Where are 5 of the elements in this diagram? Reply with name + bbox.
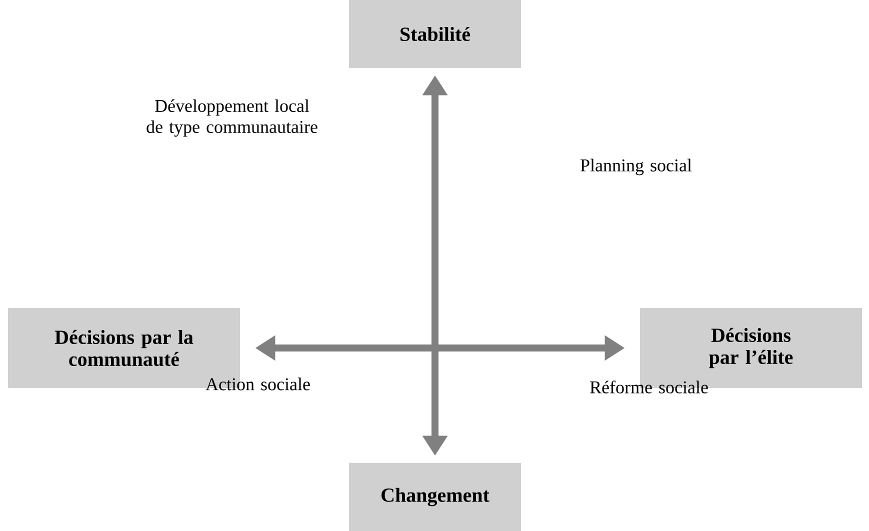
label-box: Changement [349, 463, 521, 531]
label-box: Stabilité [349, 0, 521, 68]
quadrant-label: Action sociale [206, 378, 310, 390]
quadrant-label: Planning social [580, 158, 692, 176]
quadrant-label: Développement local de type communautaire [146, 99, 318, 137]
